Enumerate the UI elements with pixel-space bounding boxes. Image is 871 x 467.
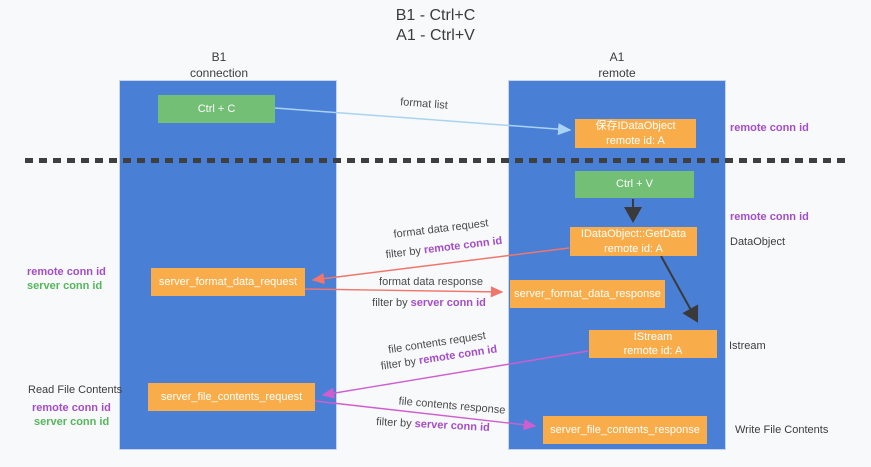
left-server-conn-id-1-label: server conn id <box>27 280 103 292</box>
ctrl-v-box: Ctrl + V <box>575 171 694 198</box>
filter-by-value: server conn id <box>414 418 491 434</box>
lifeline-right-subtitle: remote <box>598 65 636 80</box>
ctrl-v-label: Ctrl + V <box>616 178 653 191</box>
diagram-title-line1: B1 - Ctrl+C <box>395 7 476 24</box>
diagram-title: B1 - Ctrl+C A1 - Ctrl+V <box>0 6 871 46</box>
ctrl-c-box: Ctrl + C <box>158 95 275 123</box>
ctrl-c-label: Ctrl + C <box>197 102 236 115</box>
filter-by-prefix: filter by <box>380 355 420 373</box>
read-file-contents-label: Read File Contents <box>28 384 123 396</box>
left-server-conn-id-2-label: server conn id <box>34 416 110 428</box>
server-file-contents-response-label: server_file_contents_response <box>550 423 700 436</box>
istream-box: IStream remote id: A <box>589 330 717 358</box>
store-dataobject-line2: remote id: A <box>606 134 665 147</box>
lifeline-header-right: A1 remote <box>508 50 726 81</box>
istream-side-label: Istream <box>729 340 766 352</box>
write-file-contents-label: Write File Contents <box>735 424 829 436</box>
format-data-response-label: format data response <box>379 276 483 288</box>
istream-line2: remote id: A <box>623 345 683 357</box>
filter-by-prefix: filter by <box>375 416 415 431</box>
filter-by-prefix: filter by <box>385 244 425 262</box>
right-remote-conn-id-top-label: remote conn id <box>730 122 809 134</box>
getdata-line2: remote id: A <box>604 242 663 255</box>
diagram-title-line2: A1 - Ctrl+V <box>396 27 475 44</box>
server-file-contents-response-box: server_file_contents_response <box>543 416 707 444</box>
istream-line1: IStream <box>633 330 673 343</box>
lifeline-header-left: B1 connection <box>119 50 319 81</box>
lifeline-left-subtitle: connection <box>189 65 249 80</box>
format-data-response-filter-label: filter by server conn id <box>372 297 486 309</box>
right-remote-conn-id-mid-label: remote conn id <box>730 211 809 223</box>
lifeline-left-title: B1 <box>211 50 227 64</box>
getdata-box: IDataObject::GetData remote id: A <box>570 227 697 256</box>
store-dataobject-box: 保存IDataObject remote id: A <box>575 119 696 148</box>
file-contents-response-filter-label: filter by server conn id <box>376 416 490 434</box>
left-remote-conn-id-1-label: remote conn id <box>27 266 106 278</box>
server-format-data-request-label: server_format_data_request <box>158 275 298 288</box>
filter-by-value: server conn id <box>410 297 486 309</box>
server-file-contents-request-box: server_file_contents_request <box>148 383 315 411</box>
server-file-contents-request-label: server_file_contents_request <box>160 390 303 403</box>
server-format-data-request-box: server_format_data_request <box>151 268 305 296</box>
getdata-line1: IDataObject::GetData <box>580 228 687 241</box>
server-format-data-response-label: server_format_data_response <box>514 287 661 300</box>
left-remote-conn-id-2-label: remote conn id <box>32 402 111 414</box>
filter-by-prefix: filter by <box>372 297 411 309</box>
dataobject-label: DataObject <box>730 236 786 248</box>
lifeline-right-title: A1 <box>609 50 625 64</box>
store-dataobject-line1: 保存IDataObject <box>595 120 676 133</box>
copy-paste-separator-line <box>25 158 845 163</box>
filter-by-value: remote conn id <box>423 234 503 257</box>
server-format-data-response-box: server_format_data_response <box>510 280 665 308</box>
format-list-label: format list <box>399 96 449 112</box>
file-contents-response-label: file contents response <box>398 395 506 417</box>
